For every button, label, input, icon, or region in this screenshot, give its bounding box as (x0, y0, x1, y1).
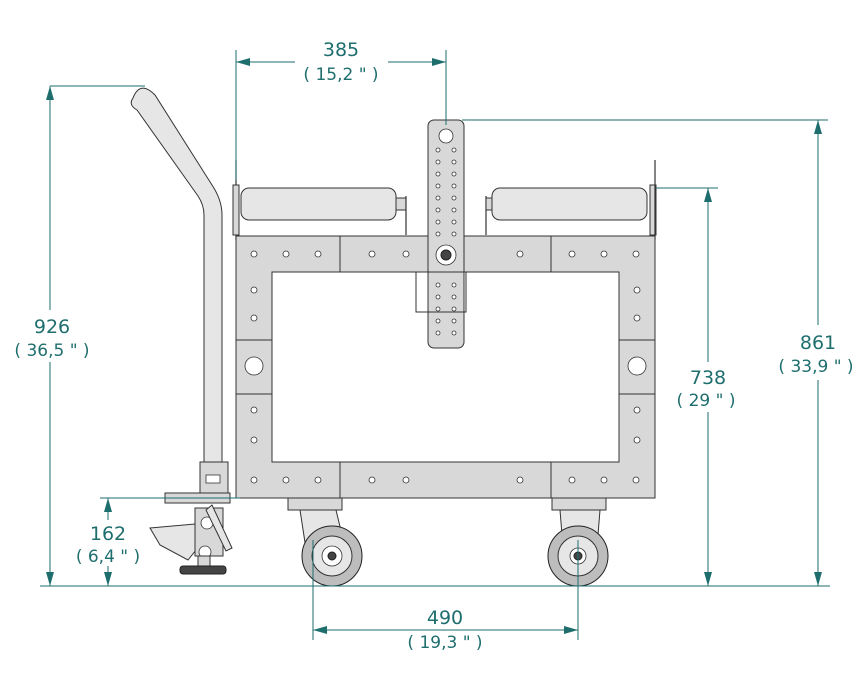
floor-lock-brake (149, 492, 233, 575)
corner-bracket-top-left (235, 235, 341, 341)
corner-bracket-top-right (550, 235, 656, 341)
dim-926-inch: ( 36,5 " ) (14, 341, 89, 361)
frame-holes (244, 147, 647, 484)
dim-861-inch: ( 33,9 " ) (778, 357, 853, 377)
dim-162-inch: ( 6,4 " ) (76, 547, 140, 567)
right-roller (485, 160, 657, 240)
dim-490-mm: 490 (427, 607, 463, 629)
dimension-lines (40, 50, 830, 640)
cart-illustration (130, 87, 657, 587)
dim-926-mm: 926 (34, 316, 70, 338)
dim-162-mm: 162 (90, 523, 126, 545)
dim-490-inch: ( 19,3 " ) (407, 633, 482, 653)
dim-385-mm: 385 (323, 39, 359, 61)
dim-738-mm: 738 (690, 367, 726, 389)
dimension-labels: 385 ( 15,2 " ) 926 ( 36,5 " ) 162 ( 6,4 … (14, 39, 853, 653)
left-caster (287, 497, 363, 587)
corner-bracket-bottom-right (550, 393, 656, 499)
dim-861-mm: 861 (800, 332, 836, 354)
left-roller (232, 160, 407, 240)
center-upright (427, 119, 465, 349)
push-handle (130, 87, 223, 463)
dim-738-inch: ( 29 " ) (677, 391, 736, 411)
dim-385-inch: ( 15,2 " ) (303, 65, 378, 85)
